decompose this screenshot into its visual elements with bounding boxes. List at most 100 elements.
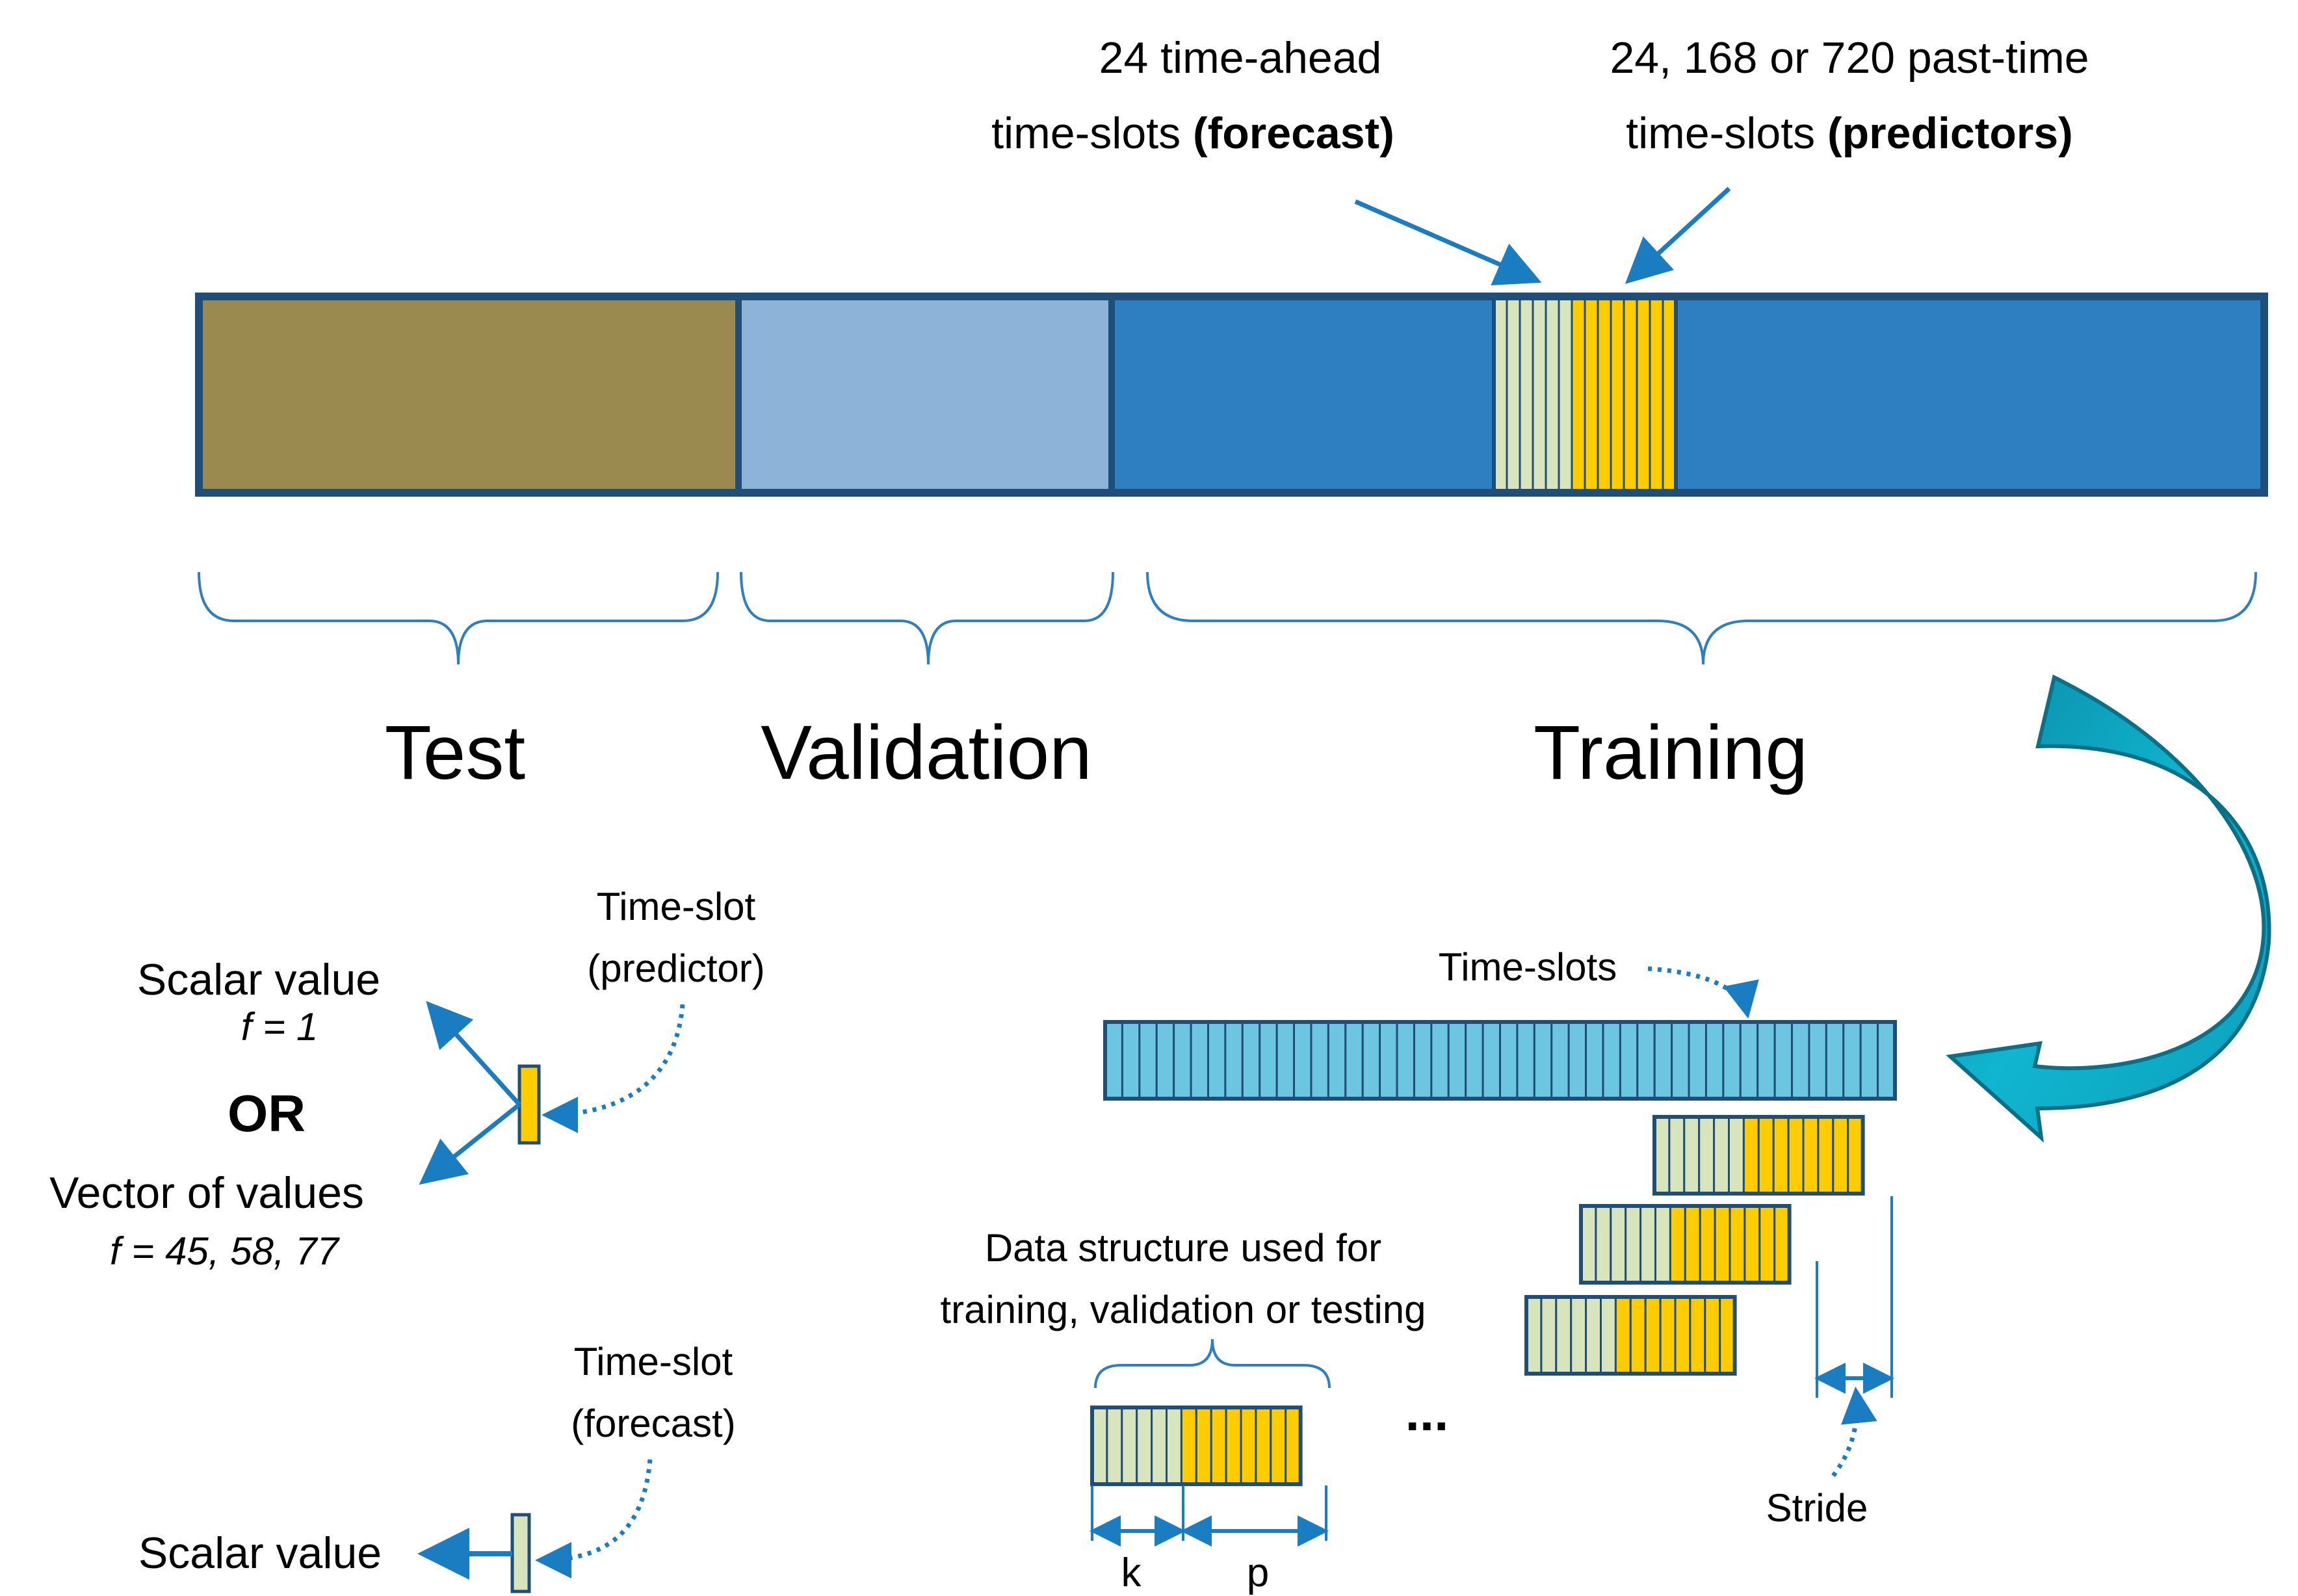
window-3-forecast-slot bbox=[1570, 1296, 1587, 1375]
strip-time-slot bbox=[1155, 1021, 1175, 1100]
window-3-forecast-slot bbox=[1540, 1296, 1558, 1375]
test-segment bbox=[199, 296, 738, 493]
sample-predictor-slot bbox=[1225, 1406, 1242, 1485]
sample-predictor-slot bbox=[1240, 1406, 1257, 1485]
strip-time-slot bbox=[1825, 1021, 1845, 1100]
sample-predictor-slot bbox=[1195, 1406, 1212, 1485]
window-3-forecast-slot bbox=[1555, 1296, 1573, 1375]
predictors-label-bold: (predictors) bbox=[1827, 109, 2073, 158]
time-slots-label: Time-slots bbox=[1439, 945, 1617, 989]
sample-predictor-slot bbox=[1255, 1406, 1272, 1485]
window-3-predictor-slot bbox=[1674, 1296, 1691, 1375]
window-2-predictor-slot bbox=[1684, 1205, 1701, 1284]
main-window-predictor-slot bbox=[1623, 295, 1638, 494]
main-bar-window-slots bbox=[1492, 294, 1678, 495]
sample-window bbox=[1090, 1406, 1303, 1486]
strip-time-slot bbox=[1121, 1021, 1141, 1100]
strip-time-slot bbox=[1344, 1021, 1364, 1100]
main-window-predictor-slot bbox=[1649, 295, 1664, 494]
predictors-label-line2: time-slots (predictors) bbox=[1626, 109, 2073, 158]
window-3-predictor-slot bbox=[1659, 1296, 1677, 1375]
validation-label: Validation bbox=[761, 710, 1092, 796]
training-segment bbox=[1112, 296, 2264, 493]
ellipsis-label: ... bbox=[1405, 1383, 1449, 1441]
predictor-slot-label-line2: (predictor) bbox=[587, 947, 764, 990]
main-window-predictor-slot bbox=[1571, 295, 1586, 494]
strip-time-slot bbox=[1465, 1021, 1484, 1100]
window-1-forecast-slot bbox=[1698, 1116, 1716, 1195]
main-window-forecast-slot bbox=[1545, 295, 1560, 494]
sample-forecast-slot bbox=[1166, 1406, 1182, 1485]
window-1-predictor-slot bbox=[1757, 1116, 1775, 1195]
window-3-predictor-slot bbox=[1614, 1296, 1632, 1375]
sample-forecast-slot bbox=[1091, 1406, 1108, 1485]
sliding-windows bbox=[1524, 1115, 1865, 1376]
strip-time-slot bbox=[1585, 1021, 1604, 1100]
scalar-value-bottom-label: Scalar value bbox=[138, 1528, 382, 1578]
strip-time-slot bbox=[1791, 1021, 1810, 1100]
strip-time-slot bbox=[1808, 1021, 1827, 1100]
sample-predictor-slot bbox=[1210, 1406, 1227, 1485]
scalar-value-top-label: Scalar value bbox=[137, 955, 380, 1004]
data-structure-label-line1: Data structure used for bbox=[985, 1226, 1381, 1270]
window-1-forecast-slot bbox=[1713, 1116, 1730, 1195]
predictor-slot-dotted-pointer bbox=[542, 1004, 685, 1133]
strip-time-slot bbox=[1550, 1021, 1570, 1100]
window-1-forecast-slot bbox=[1728, 1116, 1745, 1195]
strip-outline bbox=[1103, 1020, 1897, 1101]
predictors-pointer-arrow bbox=[1625, 187, 1731, 284]
window-3-forecast-slot bbox=[1600, 1296, 1617, 1375]
window-3-predictor-slot bbox=[1689, 1296, 1706, 1375]
training-brace bbox=[1146, 571, 2257, 665]
window-1-forecast-slot bbox=[1683, 1116, 1701, 1195]
forecast-time-slot bbox=[510, 1513, 531, 1593]
strip-time-slot bbox=[1602, 1021, 1621, 1100]
k-label: k bbox=[1121, 1550, 1142, 1595]
main-bar-outline bbox=[195, 293, 2268, 497]
test-brace bbox=[198, 571, 719, 665]
strip-time-slot bbox=[1773, 1021, 1794, 1100]
vector-of-values-label: Vector of values bbox=[49, 1168, 364, 1218]
strip-time-slot bbox=[1327, 1021, 1347, 1100]
data-structure-label-line2: training, validation or testing bbox=[940, 1288, 1426, 1331]
sample-predictor-slot bbox=[1270, 1406, 1287, 1485]
strip-time-slot bbox=[1842, 1021, 1862, 1100]
scalar-arrow-up bbox=[426, 1001, 521, 1106]
forecast-slot-label-line1: Time-slot bbox=[574, 1340, 733, 1383]
window-1-predictor-slot bbox=[1787, 1116, 1805, 1195]
strip-time-slot bbox=[1671, 1021, 1690, 1100]
validation-brace bbox=[740, 571, 1114, 665]
main-window-predictor-slot bbox=[1636, 295, 1651, 494]
window-3-predictor-slot bbox=[1644, 1296, 1662, 1375]
window-2-forecast-slot bbox=[1625, 1205, 1642, 1284]
window-1-predictor-slot bbox=[1742, 1116, 1760, 1195]
curved-flow-arrow bbox=[1946, 674, 2271, 1143]
window-2-forecast-slot bbox=[1580, 1205, 1597, 1284]
window-2-predictor-slot bbox=[1714, 1205, 1731, 1284]
stride-dotted-pointer bbox=[1831, 1387, 1877, 1478]
sample-outline bbox=[1090, 1406, 1303, 1486]
window-2-forecast-slot bbox=[1639, 1205, 1657, 1284]
window-3-outline bbox=[1524, 1295, 1737, 1376]
main-window-predictor-slot bbox=[1610, 295, 1625, 494]
main-window-forecast-slot bbox=[1532, 295, 1547, 494]
strip-time-slot bbox=[1104, 1021, 1123, 1100]
sample-predictor-slot bbox=[1285, 1406, 1302, 1485]
strip-time-slot bbox=[1482, 1021, 1501, 1100]
strip-time-slot bbox=[1722, 1021, 1742, 1100]
forecast-label-prefix: time-slots bbox=[991, 109, 1193, 158]
strip-time-slot bbox=[1567, 1021, 1587, 1100]
window-1-predictor-slot bbox=[1772, 1116, 1790, 1195]
window-1-predictor-slot bbox=[1817, 1116, 1834, 1195]
sample-forecast-slot bbox=[1121, 1406, 1138, 1485]
time-slot-strip bbox=[1103, 1020, 1897, 1101]
strip-time-slot bbox=[1259, 1021, 1278, 1100]
f-equals-vector-label: f = 45, 58, 77 bbox=[110, 1229, 341, 1273]
strip-time-slot bbox=[1704, 1021, 1725, 1100]
window-3-predictor-slot bbox=[1704, 1296, 1721, 1375]
window-1-predictor-slot bbox=[1832, 1116, 1849, 1195]
window-2-predictor-slot bbox=[1729, 1205, 1746, 1284]
window-2-predictor-slot bbox=[1773, 1205, 1791, 1284]
f-equals-1-label: f = 1 bbox=[241, 1005, 318, 1049]
window-1-forecast-slot bbox=[1668, 1116, 1686, 1195]
